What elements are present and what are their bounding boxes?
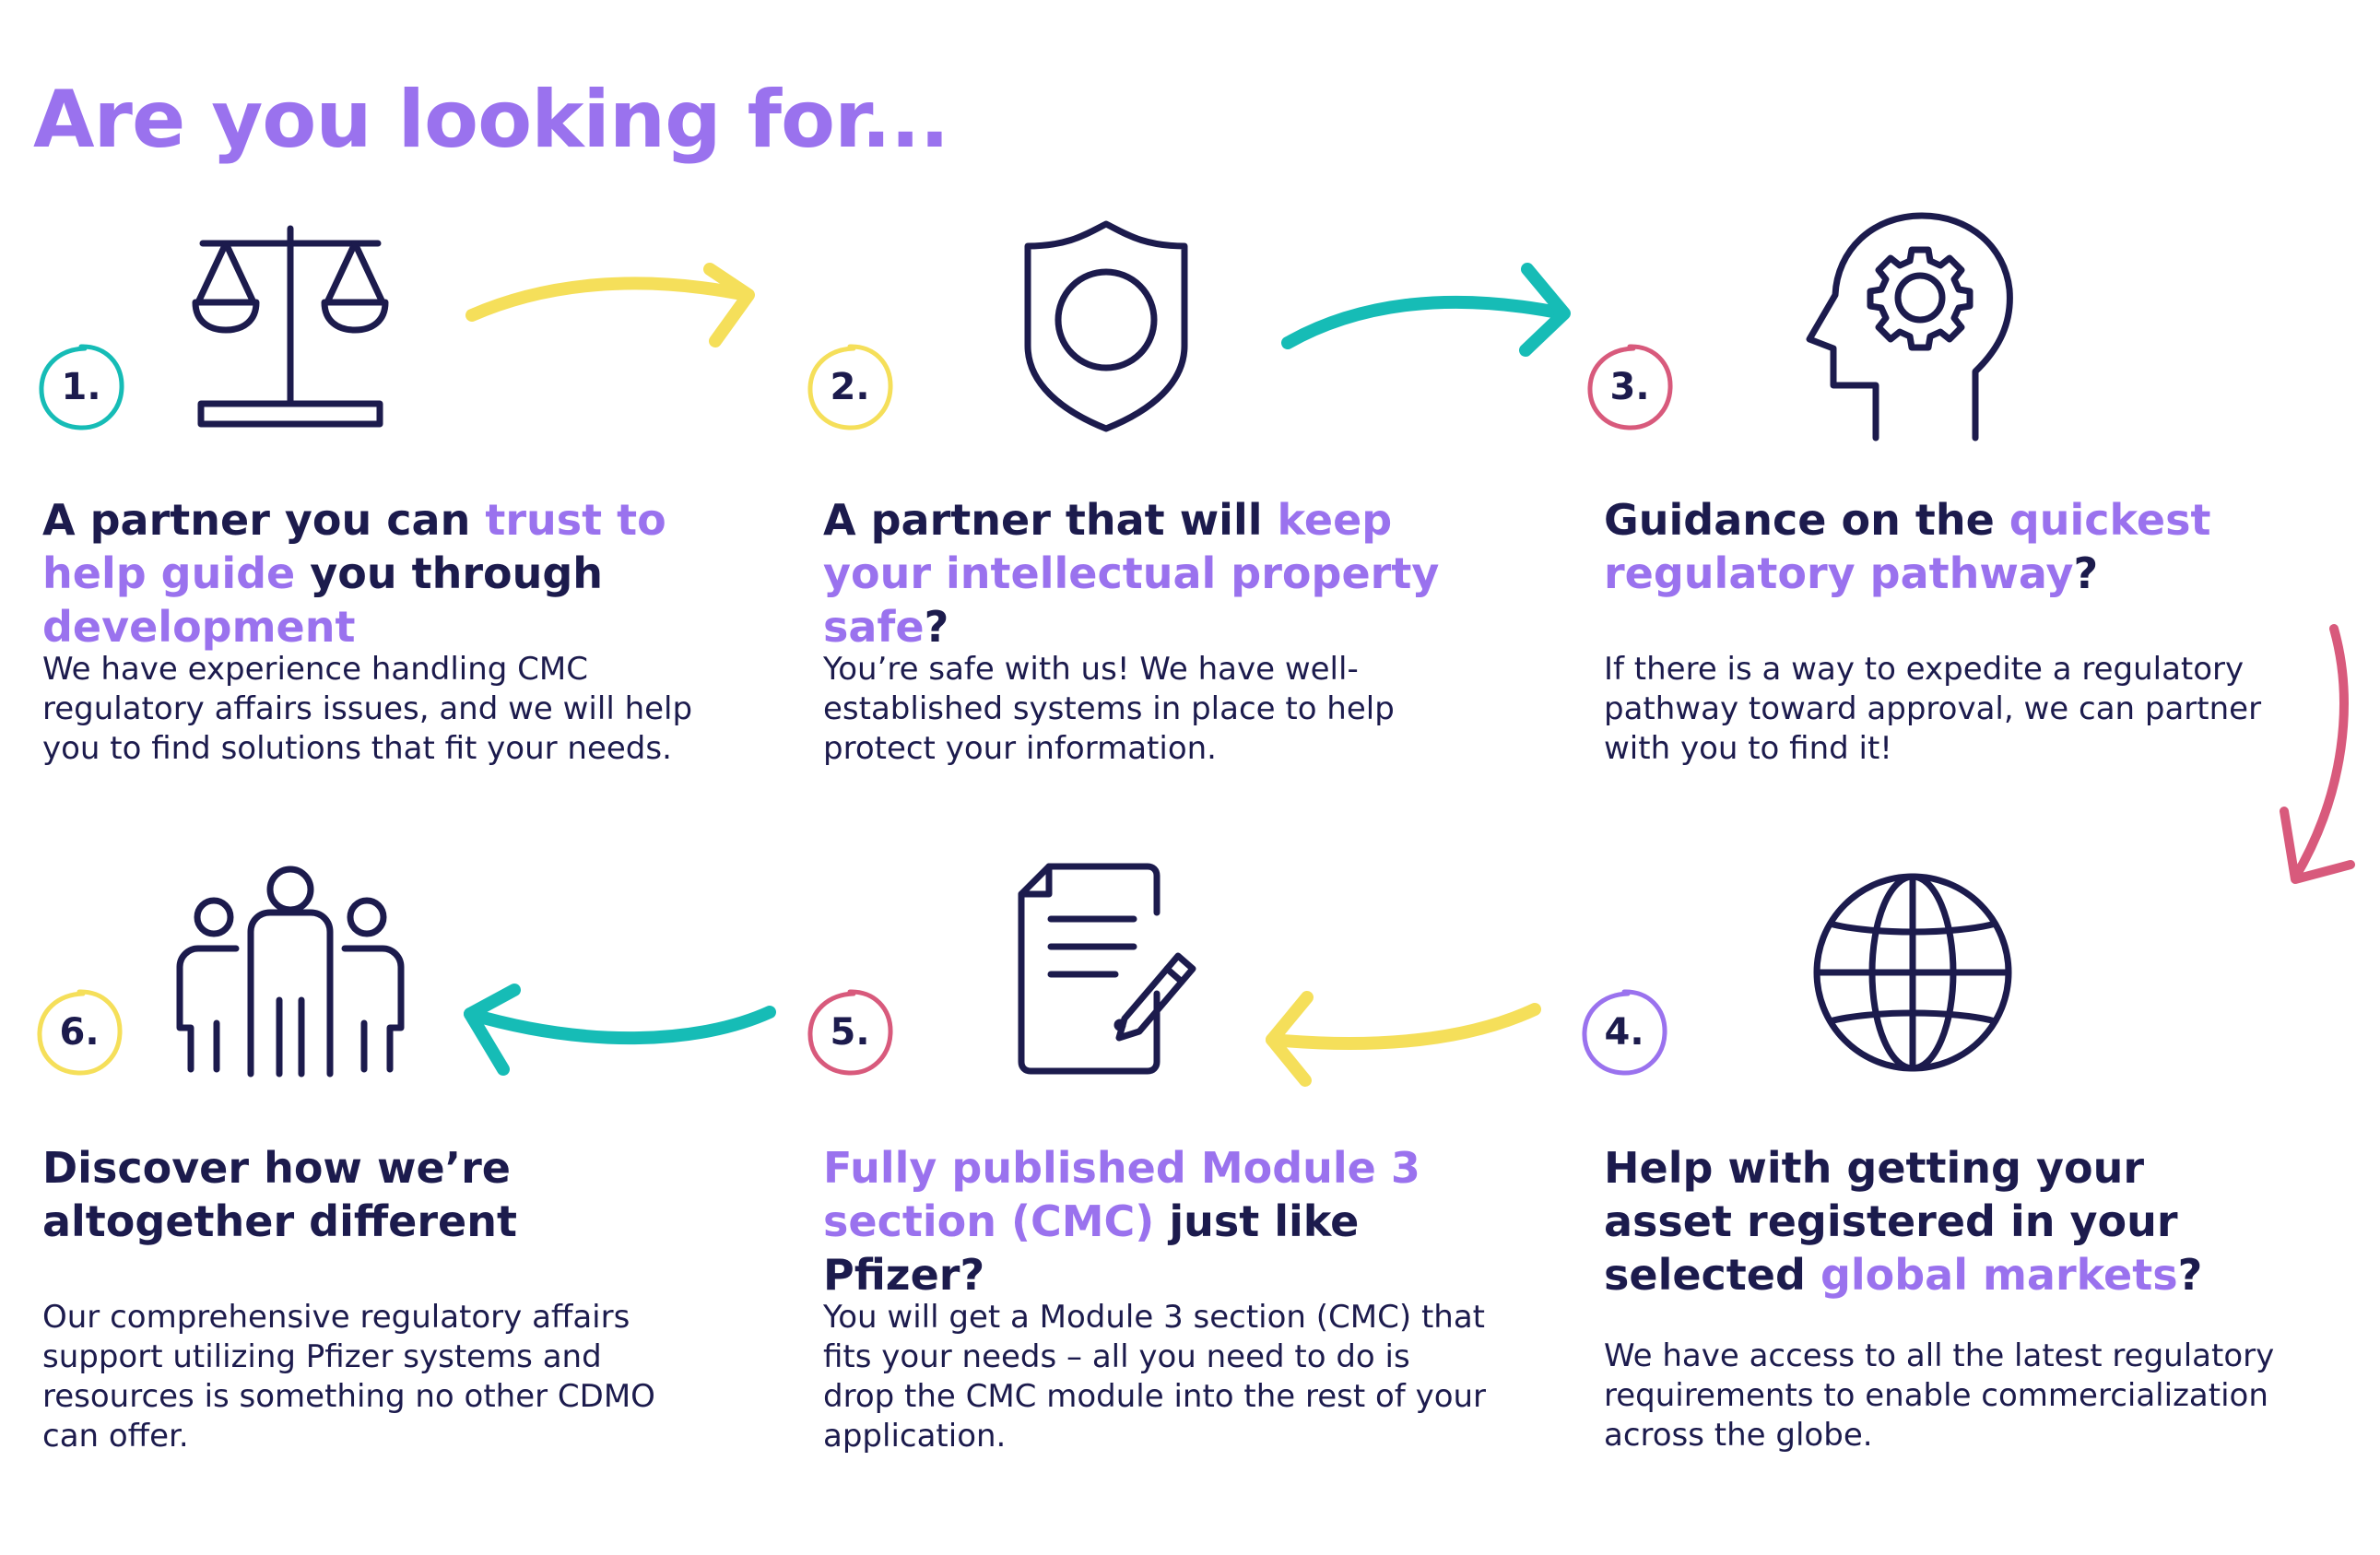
step-4-number-badge: 4. xyxy=(1578,986,1670,1078)
arrow-4-to-5 xyxy=(1266,991,1541,1087)
page-title: Are you looking for... xyxy=(33,74,949,166)
step-4-heading: Help with getting your asset registered … xyxy=(1604,1143,2203,1300)
step-2-number-badge: 2. xyxy=(804,341,896,433)
step-6-number: 6. xyxy=(59,1011,100,1054)
step-6-number-badge: 6. xyxy=(33,986,125,1078)
arrow-3-to-4 xyxy=(2280,624,2355,884)
step-3-heading: Guidance on the quickest regulatory path… xyxy=(1604,495,2211,598)
shield-icon xyxy=(1024,220,1188,432)
step-2-description: You’re safe with us! We have well-establ… xyxy=(823,651,1395,767)
step-1-number: 1. xyxy=(61,366,101,408)
step-1-number-badge: 1. xyxy=(35,341,127,433)
globe-icon xyxy=(1813,873,2012,1072)
step-3-number-badge: 3. xyxy=(1584,341,1676,433)
step-4-ring xyxy=(1582,989,1667,1076)
step-5-number: 5. xyxy=(830,1011,870,1054)
step-3-number: 3. xyxy=(1609,366,1650,408)
step-3-ring xyxy=(1587,344,1673,430)
step-5-description: You will get a Module 3 section (CMC) th… xyxy=(823,1299,1487,1455)
step-5-ring xyxy=(807,989,893,1076)
arrow-2-to-3 xyxy=(1281,263,1571,357)
step-3-description: If there is a way to expedite a regulato… xyxy=(1604,651,2262,767)
scales-of-justice-icon xyxy=(192,225,389,428)
step-1-ring xyxy=(39,344,124,430)
arrow-1-to-2 xyxy=(465,263,755,348)
step-1-description: We have experience handling CMC regulato… xyxy=(42,651,693,767)
step-6-description: Our comprehensive regulatory affairs sup… xyxy=(42,1299,655,1455)
step-2-ring xyxy=(807,344,893,430)
arrow-5-to-6 xyxy=(464,984,776,1076)
step-2-number: 2. xyxy=(830,366,870,408)
step-2-heading: A partner that will keep your intellectu… xyxy=(823,495,1440,652)
step-6-heading: Discover how we’re altogether different xyxy=(42,1143,517,1246)
step-1-heading: A partner you can trust to help guide yo… xyxy=(42,495,666,652)
head-gear-icon xyxy=(1806,212,2013,442)
step-6-ring xyxy=(37,989,123,1076)
step-4-number: 4. xyxy=(1604,1011,1644,1054)
people-group-icon xyxy=(176,866,405,1078)
document-sign-icon xyxy=(1018,863,1196,1075)
step-4-description: We have access to all the latest regulat… xyxy=(1604,1337,2275,1454)
step-5-number-badge: 5. xyxy=(804,986,896,1078)
step-5-heading: Fully published Module 3 section (CMC) j… xyxy=(823,1143,1420,1300)
